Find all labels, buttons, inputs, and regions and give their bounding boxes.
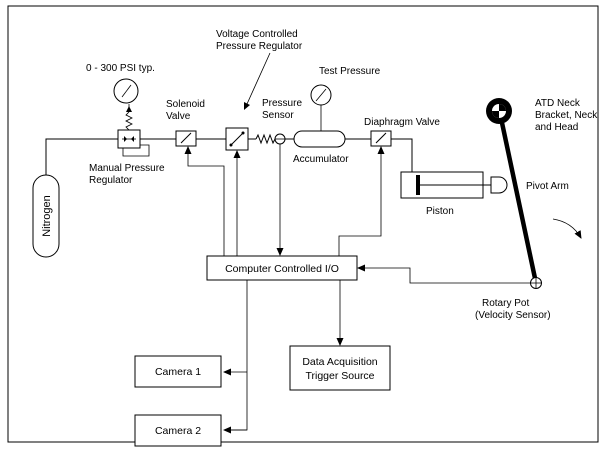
- rotary-pot: [530, 277, 542, 289]
- atd-head: [486, 98, 512, 124]
- manual-pressure-regulator: [117, 106, 150, 157]
- diaphragm-valve-label: Diaphragm Valve: [364, 117, 440, 128]
- computer-io-box: [206, 255, 358, 281]
- solenoid-label-line1: Solenoid: [166, 99, 205, 110]
- voltage-regulator-label-line2: Pressure Regulator: [216, 41, 303, 52]
- atd-label-line1: ATD Neck: [535, 98, 581, 109]
- diaphragm-valve: [370, 130, 392, 147]
- camera-trigger-line: [224, 280, 248, 431]
- pivot-arm-label: Pivot Arm: [526, 181, 569, 192]
- solenoid-valve: [175, 130, 197, 147]
- nitrogen-tank: [32, 174, 60, 258]
- rotary-pot-signal-line: [357, 264, 531, 284]
- diagram-frame: [7, 5, 599, 443]
- atd-label-line3: and Head: [535, 122, 578, 133]
- computer-io-label: Computer Controlled I/O: [225, 263, 339, 275]
- accumulator-label: Accumulator: [293, 154, 349, 165]
- camera2-label: Camera 2: [155, 425, 201, 437]
- diaphragm-control-line: [338, 146, 385, 256]
- camera2-box: [134, 414, 222, 447]
- gauge-range-label: 0 - 300 PSI typ.: [86, 63, 155, 74]
- piston: [400, 171, 508, 199]
- voltage-controlled-regulator: [225, 127, 249, 151]
- pressure-sensor: [274, 133, 286, 145]
- accumulator: [293, 130, 346, 148]
- rotary-pot-label-line2: (Velocity Sensor): [475, 310, 551, 321]
- daq-label-line2: Trigger Source: [305, 370, 374, 382]
- voltage-regulator-label-line1: Voltage Controlled: [216, 29, 298, 40]
- camera1-box: [134, 355, 222, 388]
- manual-regulator-label-line2: Regulator: [89, 175, 133, 186]
- nitrogen-label: Nitrogen: [41, 195, 53, 237]
- nitrogen-feed-line: [45, 138, 118, 175]
- main-line-diaphragm-to-piston: [391, 138, 413, 172]
- pivot-arm: [498, 117, 539, 284]
- pivot-motion-arrow: [552, 218, 582, 239]
- regulator-pointer-line: [246, 52, 271, 105]
- test-pressure-label: Test Pressure: [319, 66, 381, 77]
- pressure-sensor-label-line1: Pressure: [262, 98, 302, 109]
- test-pressure-gauge: [310, 84, 332, 131]
- rotary-pot-label-line1: Rotary Pot: [482, 298, 529, 309]
- atd-label-line2: Bracket, Neck: [535, 110, 598, 121]
- daq-label-line1: Data Acquisition: [302, 356, 377, 368]
- camera1-label: Camera 1: [155, 366, 201, 378]
- daq-box: [289, 345, 391, 391]
- solenoid-control-line: [184, 146, 225, 256]
- spring-symbol: [255, 133, 276, 145]
- piston-label: Piston: [426, 206, 454, 217]
- solenoid-label-line2: Valve: [166, 111, 191, 122]
- supply-pressure-gauge: [113, 78, 139, 112]
- pressure-sensor-label-line2: Sensor: [262, 110, 294, 121]
- manual-regulator-label-line1: Manual Pressure: [89, 163, 165, 174]
- regulator-pointer-head: [244, 102, 250, 110]
